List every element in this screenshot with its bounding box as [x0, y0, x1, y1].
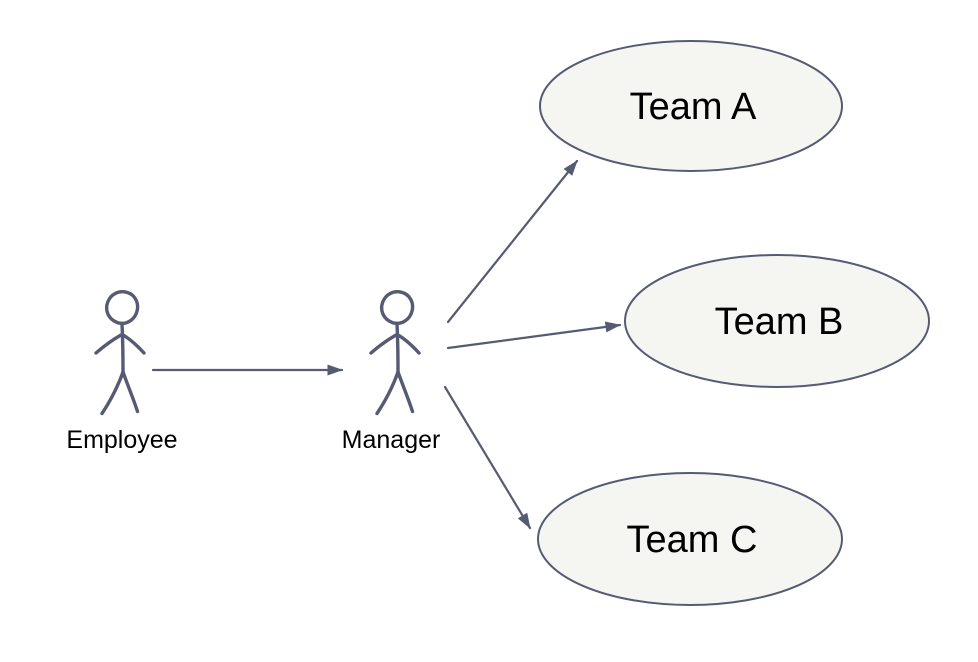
usecase-ellipse-team-c[interactable]	[537, 472, 843, 606]
usecase-label-team-b: Team B	[715, 301, 844, 343]
usecase-label-team-c: Team C	[627, 519, 758, 561]
connector-manager-team-a[interactable]	[446, 159, 579, 324]
actor-label-employee: Employee	[66, 426, 177, 454]
usecase-ellipse-team-b[interactable]	[624, 254, 930, 388]
usecase-label-team-a: Team A	[630, 86, 757, 128]
person-icon	[94, 290, 146, 416]
usecase-node-team-c[interactable]: Team C	[537, 472, 843, 606]
usecase-node-team-b[interactable]: Team B	[624, 254, 930, 388]
person-icon	[369, 290, 421, 416]
connector-manager-team-c[interactable]	[443, 385, 532, 530]
connector-manager-team-b[interactable]	[446, 321, 622, 350]
usecase-ellipse-team-a[interactable]	[539, 40, 843, 172]
actor-label-manager: Manager	[342, 426, 441, 454]
actor-node-employee[interactable]: Employee	[66, 290, 178, 454]
actor-node-manager[interactable]: Manager	[342, 290, 441, 454]
usecase-node-team-a[interactable]: Team A	[539, 40, 843, 172]
